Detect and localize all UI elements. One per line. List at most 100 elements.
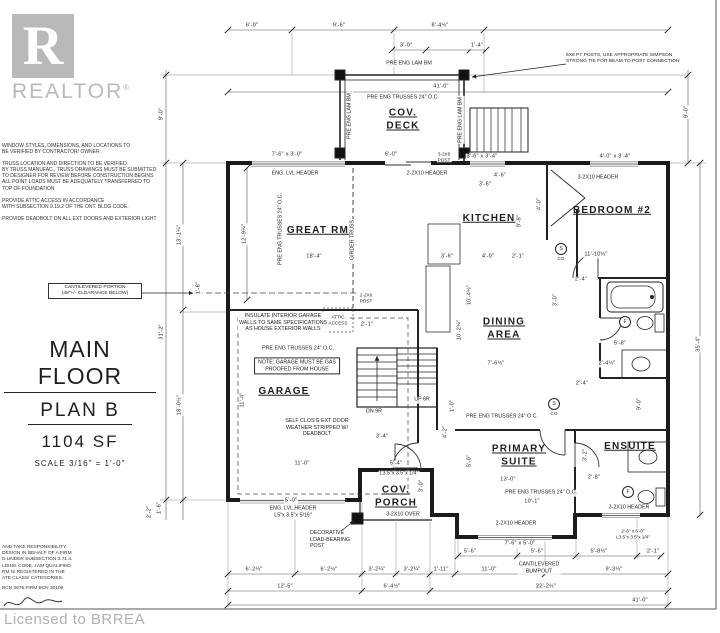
- declaration-line: AND TAKE RESPONSIBILITY: [2, 545, 67, 550]
- room-label: COV. PORCH: [374, 484, 418, 509]
- kitchen-counters: [425, 223, 461, 333]
- declaration-line: LDING CODE. I AM QUALIFIED: [2, 563, 71, 569]
- plan-area: 1104 SF: [41, 432, 119, 451]
- dimension-label: 5'-8": [612, 340, 628, 348]
- dimension-label: 3'-2¼": [402, 566, 422, 574]
- dimension-label: 41'-0": [432, 83, 450, 91]
- structural-note: PRE ENG TRUSSES 24" O.C.: [261, 345, 335, 353]
- structural-note: SELF CLOS'G EXT DOOR WEATHER STRIPPED W/…: [284, 418, 350, 438]
- sheet-border: [0, 0, 717, 610]
- toilet: [637, 487, 666, 507]
- structural-note: L5"x 3.5"x 5/16": [273, 512, 313, 520]
- dimension-label: 1'-0": [449, 398, 457, 414]
- room-label: ENSUITE: [604, 440, 656, 452]
- declaration-line: D UNDER SUBSECTION 3.71.4.: [2, 557, 73, 563]
- construction-note: PROVIDE DEADBOLT ON ALL EXT DOORS AND EX…: [2, 215, 157, 222]
- dimension-label: 3'-0": [418, 478, 426, 494]
- construction-note: WINDOW STYLES, DIMENSIONS, AND LOCATIONS…: [2, 143, 131, 156]
- realtor-r-icon: R: [12, 14, 74, 78]
- dimension-label: 18'-4": [305, 253, 323, 261]
- dimension-label: 31'-2": [158, 323, 166, 341]
- dimension-label: 10'-4½": [466, 283, 474, 307]
- dimension-label: 6'-4½": [382, 583, 402, 591]
- deck-post: [458, 147, 470, 159]
- structural-note: NOTE: GARAGE MUST BE GAS PROOFED FROM HO…: [254, 357, 340, 375]
- dimension-label: 9'-0": [683, 104, 691, 120]
- windows: [240, 160, 640, 541]
- licensed-watermark: Licensed to BRREA: [4, 611, 146, 628]
- deck-stairs: [469, 107, 529, 153]
- dimension-label: 3'-6": [439, 253, 455, 261]
- structural-note: 2'-6" x 5'-0" L3.5"x 3.5"x 1/4": [615, 528, 651, 540]
- room-label: GARAGE: [258, 385, 310, 397]
- dimension-label: 5'-6": [462, 548, 478, 556]
- dimension-label: 12'-9¼": [241, 222, 249, 246]
- ensuite-fixtures: [627, 441, 669, 507]
- dimension-label: 11'-4": [239, 391, 247, 409]
- structural-note: 3-2X10 HEADER: [576, 174, 620, 182]
- deck-post: [334, 147, 346, 159]
- structural-note: 3-2X10 OVER: [385, 511, 421, 519]
- structural-note: UP 6R: [413, 396, 431, 404]
- realtor-logo: R REALTOR®: [12, 14, 131, 104]
- dimension-label: 12'-5": [276, 583, 294, 591]
- dimension-label: 1'-4": [469, 42, 485, 50]
- structural-note: PRE ENG LAM BM: [457, 96, 465, 144]
- room-label: DINING AREA: [482, 316, 526, 341]
- structural-note: ATTIC ACCESS: [327, 314, 349, 326]
- deck-post: [458, 69, 470, 81]
- structural-note: 2-2X10 HEADER: [494, 520, 538, 528]
- structural-note: CANTILEVERED BUMPOUT: [517, 561, 561, 575]
- detector-symbol: F: [619, 316, 631, 328]
- dimension-label: 11'-0": [293, 460, 311, 468]
- dimension-label: 1'-6": [195, 280, 203, 296]
- dimension-label: 1'-11": [432, 566, 450, 574]
- dimension-label: 6'-2½": [319, 566, 339, 574]
- dimension-label: 9'-3½": [604, 566, 624, 574]
- dimension-label: 6'-0": [244, 22, 260, 30]
- structural-note: ENG. LVL HEADER: [270, 170, 320, 178]
- room-label: PRIMARY SUITE: [491, 443, 547, 468]
- dimension-label: 2'-1": [359, 321, 375, 329]
- structural-note: CO: [549, 411, 559, 417]
- structural-note: DN 9R: [365, 408, 383, 416]
- structural-note: 3-2X10 HEADER: [607, 504, 651, 512]
- cantilever-callout: CANTILEVERED PORTION (48"+/- CLEARANCE B…: [48, 283, 142, 300]
- dimension-label: 2'-1": [645, 548, 661, 556]
- interior-stairs: [356, 347, 438, 408]
- structural-note: PRE ENG TRUSSES 24" O.C.: [465, 413, 539, 421]
- dimension-label: 6'-2½": [244, 566, 264, 574]
- dimension-label: 3'-4": [374, 433, 390, 441]
- dimension-label: 5'-0": [466, 453, 474, 469]
- room-label: BEDROOM #2: [572, 204, 652, 216]
- main-bath-fixtures: [606, 281, 669, 379]
- dimension-label: 4'-2": [442, 424, 450, 440]
- construction-notes: WINDOW STYLES, DIMENSIONS, AND LOCATIONS…: [2, 143, 182, 228]
- dimension-label: 18'-0½": [176, 393, 184, 417]
- room-label: KITCHEN: [462, 212, 516, 224]
- signature: [3, 597, 63, 607]
- structural-note: ENG. LVL HEADER: [268, 505, 318, 513]
- construction-note: TRUSS LOCATION AND DIRECTION TO BE VERIF…: [2, 161, 157, 192]
- deck-post: [334, 69, 346, 81]
- dimension-label: 4'-0": [536, 196, 544, 212]
- dimension-label: 7'-6" x 5'-0": [503, 540, 537, 548]
- structural-note: PRE ENG TRUSSES 24" O.C.: [504, 489, 578, 497]
- room-label: GREAT RM: [286, 224, 350, 236]
- detector-symbol: S: [548, 398, 560, 410]
- dimension-label: 9'-6": [331, 22, 347, 30]
- detector-symbol: F: [622, 486, 634, 498]
- structural-note: PRE ENG LAM BM: [346, 92, 354, 140]
- porch: [351, 500, 432, 525]
- title-block: MAIN FLOOR PLAN B 1104 SF SCALE 3/16" = …: [0, 336, 160, 468]
- dimension-label: 7'-6" x 3'-0": [270, 151, 304, 159]
- structural-note: PRE ENG LAM BM: [385, 60, 433, 68]
- plan-scale: SCALE 3/16" = 1'-0": [34, 459, 126, 468]
- bathtub: [606, 281, 664, 313]
- dimension-label: 5'-0": [283, 497, 299, 505]
- dimension-label: 4'-6": [492, 172, 508, 180]
- dimension-label: 3'-2": [582, 447, 590, 463]
- dimension-label: 3'-6": [477, 181, 493, 189]
